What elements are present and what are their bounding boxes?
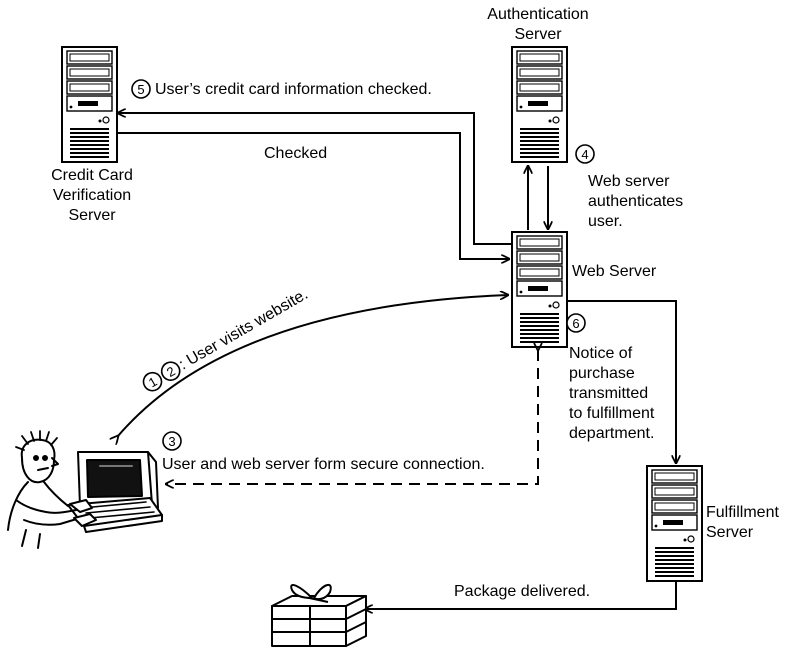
fulfillment-server-label: Fulfillment Server [706,503,779,543]
step-3-circle [162,431,182,451]
step-6-line-5: department. [569,425,655,442]
flow-credit-card-check [118,113,511,245]
step-3-text: User and web server form secure connecti… [162,456,485,473]
step-4-circle [575,144,595,164]
flow-secure-connection [166,350,538,484]
flow-checked-return [118,132,509,259]
credit-card-server-label: Credit Card Verification Server [40,166,144,226]
step-4-text: Web server authenticates user. [588,172,683,232]
step-5-number: 5 [137,82,144,97]
fulfillment-label-line-2: Server [706,524,754,541]
step-4-line-1: Web server [588,173,670,190]
package-delivered-label: Package delivered. [454,583,591,600]
step-5-text: User’s credit card information checked. [155,81,432,98]
flow-notice-of-purchase [568,300,676,463]
step-4-line-3: user. [588,213,623,230]
step-5-circle [131,79,151,99]
credit-card-label-line-3: Server [68,207,116,224]
flow-user-visits-website [118,295,508,436]
step-6-line-4: to fulfillment [569,405,655,422]
step-6-line-2: purchase [569,365,635,382]
step-6-circle [566,313,586,333]
step-6-line-3: transmitted [569,385,649,402]
authentication-server-label-line-2: Server [514,26,562,43]
credit-card-label-line-1: Credit Card [51,167,133,184]
step-2-circle [160,361,181,381]
step-3-number: 3 [168,434,175,449]
gift-package-icon [271,583,367,647]
flow-package-delivered [365,581,677,609]
authentication-server-label: Authentication Server [472,5,604,45]
fulfillment-label-line-1: Fulfillment [706,504,779,521]
web-server-icon [511,231,568,348]
step-1-circle [142,371,163,392]
web-server-label: Web Server [572,263,657,280]
credit-card-label-line-2: Verification [52,187,132,204]
step-4-line-2: authenticates [588,193,684,210]
authentication-server-icon [511,46,568,163]
step-6-line-1: Notice of [569,345,633,362]
step-6-number: 6 [572,316,579,331]
credit-card-server-icon [61,46,118,163]
checked-label: Checked [264,145,328,162]
step-4-number: 4 [581,147,588,162]
step-6-text: Notice of purchase transmitted to fulfil… [569,344,654,444]
fulfillment-server-icon [646,465,703,582]
user-at-computer-icon [7,430,163,549]
authentication-server-label-line-1: Authentication [487,6,589,23]
